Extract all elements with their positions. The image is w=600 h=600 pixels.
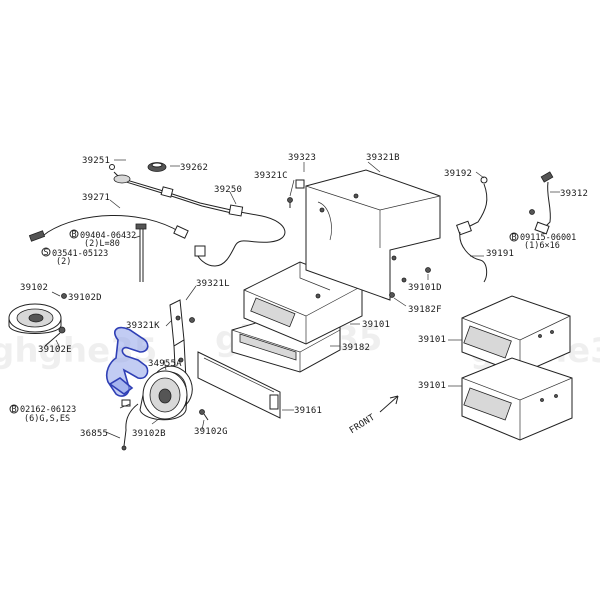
- label-39102D: 39102D: [68, 293, 102, 303]
- circle-B-09115: [509, 232, 519, 242]
- label-39191: 39191: [486, 249, 514, 259]
- antenna-grommet-39262: [147, 162, 167, 172]
- label-39101-upper-right: 39101: [418, 335, 446, 345]
- finisher-39161: [197, 351, 281, 419]
- speaker-39102-left: [8, 303, 62, 334]
- circle-S-03541: [41, 247, 51, 257]
- radio-unit-39101-center: [243, 261, 363, 345]
- circle-B-09115-text: B: [512, 233, 517, 243]
- circle-B-09404-text: B: [72, 230, 77, 240]
- label-34955A: 34955A: [148, 359, 182, 369]
- label-03541-line2: (2): [56, 257, 71, 267]
- label-39102E: 39102E: [38, 345, 72, 355]
- highlighted-bracket: [105, 326, 149, 397]
- label-39251: 39251: [82, 156, 110, 166]
- harness-39312: [534, 171, 554, 235]
- label-39321C: 39321C: [254, 171, 288, 181]
- bolt-09115: [529, 209, 535, 215]
- label-39182: 39182: [342, 343, 370, 353]
- label-09115-line2: (1)6×16: [524, 241, 560, 251]
- label-39182F: 39182F: [408, 305, 442, 315]
- circle-B-02162-text: B: [12, 405, 17, 415]
- label-09404-line1: 09404-06432: [80, 231, 136, 241]
- label-39312: 39312: [560, 189, 588, 199]
- circle-B-09404: [69, 229, 79, 239]
- screw-39102D: [61, 293, 67, 299]
- clip-39102E: [44, 326, 66, 347]
- label-03541-line1: 03541-05123: [52, 249, 108, 259]
- label-36855: 36855: [80, 429, 108, 439]
- label-09404-line2: (2)L=80: [84, 239, 120, 249]
- radio-unit-39101-upper-right: [461, 295, 571, 375]
- antenna-rod-39271: [28, 214, 189, 242]
- front-label: FRONT: [348, 413, 377, 437]
- label-39262: 39262: [180, 163, 208, 173]
- label-02162-line1: 02162-06123: [20, 405, 76, 415]
- label-39323: 39323: [288, 153, 316, 163]
- label-39321L: 39321L: [196, 279, 230, 289]
- label-39101-center: 39101: [362, 320, 390, 330]
- clip-39101D: [425, 267, 431, 273]
- label-39192: 39192: [444, 169, 472, 179]
- circle-B-02162: [9, 404, 19, 414]
- label-39101D: 39101D: [408, 283, 442, 293]
- label-39321B: 39321B: [366, 153, 400, 163]
- antenna-cable-39250: [109, 164, 286, 267]
- label-39321K: 39321K: [126, 321, 160, 331]
- label-39102: 39102: [20, 283, 48, 293]
- screw-39182F: [389, 292, 395, 298]
- label-02162-line2: (6)G,S,ES: [24, 414, 70, 424]
- label-09115-line1: 09115-06001: [520, 233, 576, 243]
- screw-39321C: [287, 197, 293, 208]
- label-39101-lower-right: 39101: [418, 381, 446, 391]
- harness-39192: [456, 176, 488, 283]
- wire-36855: [121, 399, 139, 451]
- speaker-39102B: [139, 370, 188, 421]
- clip-39323: [295, 179, 305, 189]
- radio-unit-39101-lower-right: [461, 357, 573, 441]
- label-39102G: 39102G: [194, 427, 228, 437]
- bracket-39321B: [305, 169, 441, 301]
- label-39102B: 39102B: [132, 429, 166, 439]
- circle-S-03541-text: S: [44, 248, 49, 258]
- label-39250: 39250: [214, 185, 242, 195]
- label-39271: 39271: [82, 193, 110, 203]
- leader-lines: [51, 159, 560, 439]
- label-39161: 39161: [294, 406, 322, 416]
- screw-39102G: [199, 409, 209, 421]
- antenna-bolt-09404: [135, 223, 147, 282]
- front-arrow: FRONT: [348, 395, 399, 437]
